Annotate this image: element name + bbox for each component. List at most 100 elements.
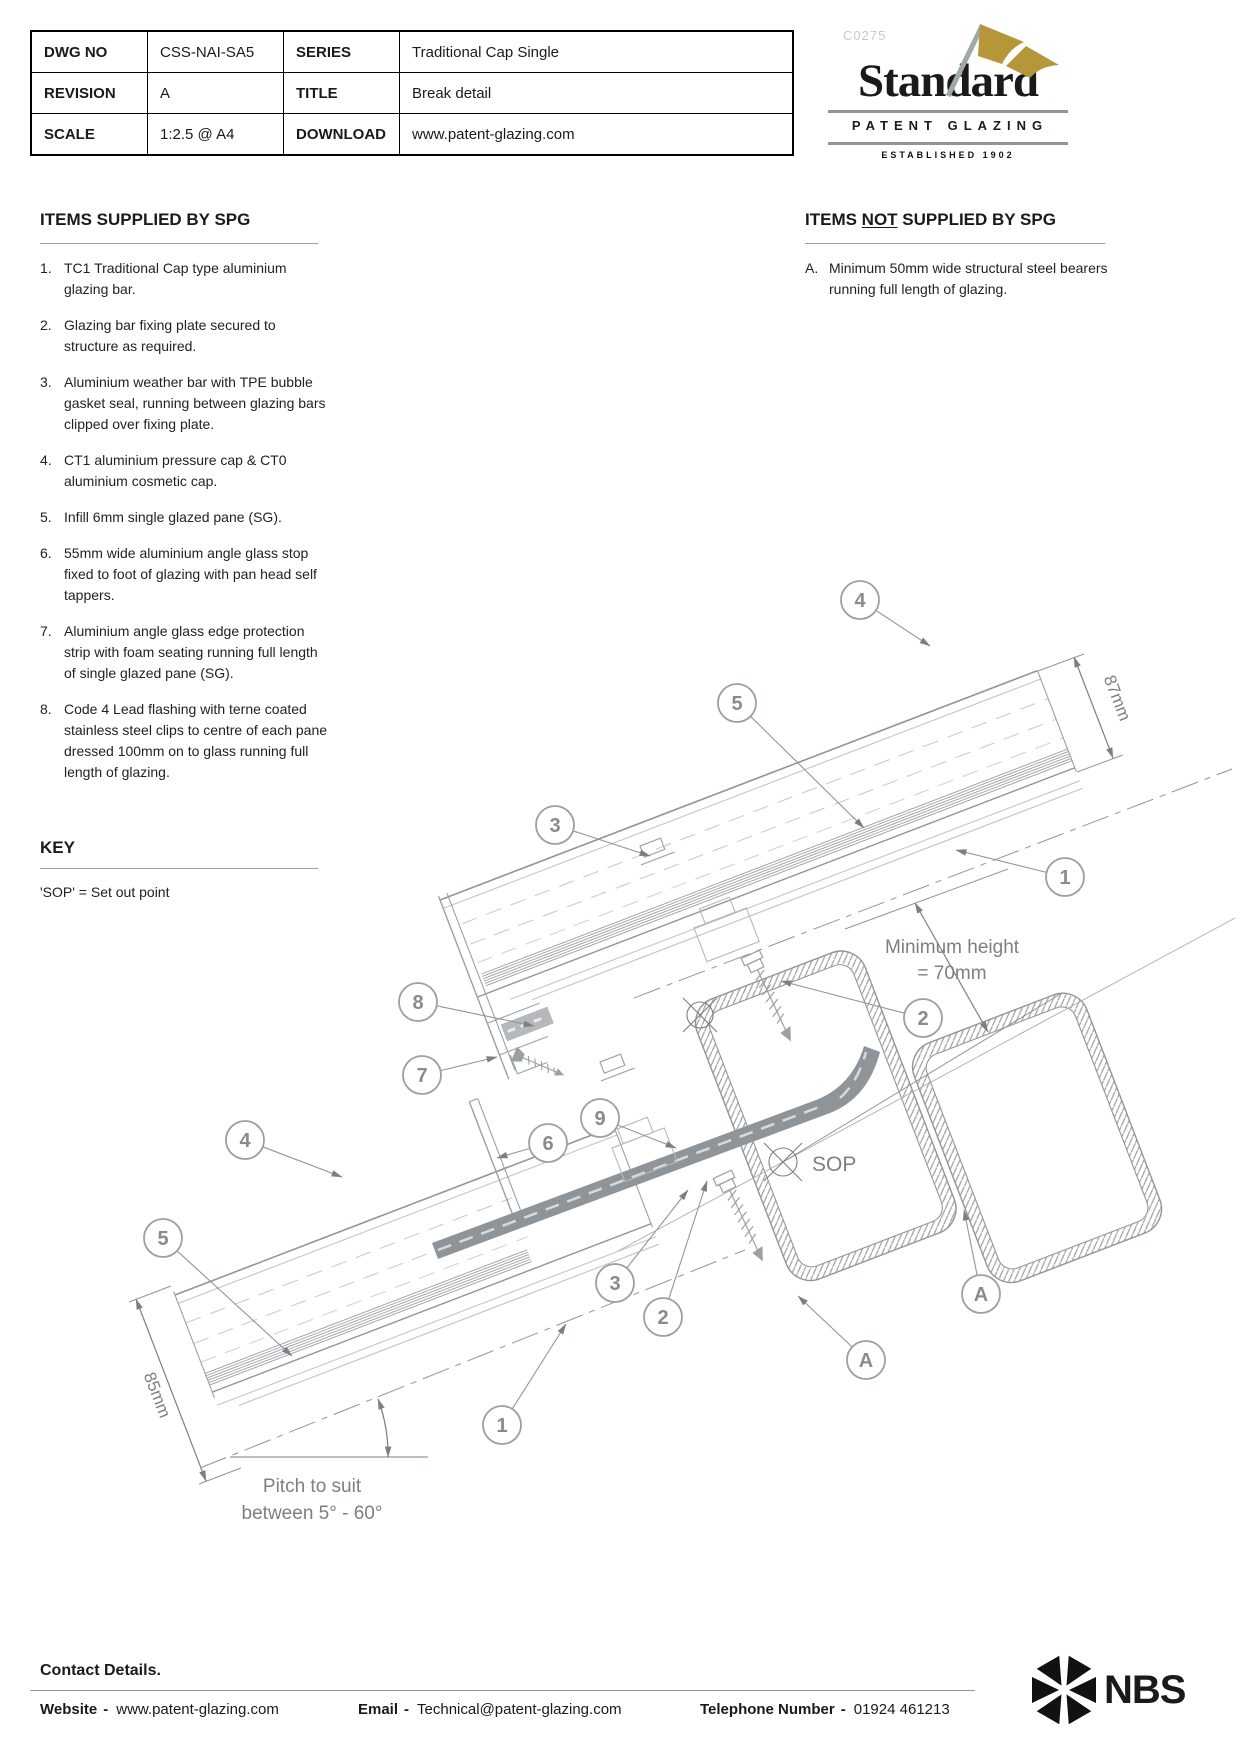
series-label: SERIES xyxy=(283,30,400,73)
brand-subtitle: PATENT GLAZING xyxy=(851,118,1049,133)
svg-text:8: 8 xyxy=(412,992,423,1014)
glass-pane-lines xyxy=(481,748,1073,987)
callout-balloon-7: 7 xyxy=(402,1055,442,1095)
callout-balloon-3: 3 xyxy=(535,805,575,845)
drawing-label: Minimum height xyxy=(885,937,1020,958)
brand-established: ESTABLISHED 1902 xyxy=(881,150,1015,160)
callout-balloon-5: 5 xyxy=(143,1218,183,1258)
leader-line xyxy=(436,1005,535,1028)
contact-label: Telephone Number xyxy=(700,1701,835,1718)
heading-part: SUPPLIED BY SPG xyxy=(897,210,1056,229)
title-value: Break detail xyxy=(399,72,794,114)
title-label: TITLE xyxy=(283,72,400,114)
separator: - xyxy=(840,1701,846,1718)
leader-line xyxy=(955,849,1047,873)
glass-pane-lines xyxy=(204,1249,532,1386)
weather-bar-clip xyxy=(599,1053,635,1082)
svg-text:5: 5 xyxy=(731,693,742,715)
list-item: 1.TC1 Traditional Cap type aluminium gla… xyxy=(40,260,287,297)
not-supplied-heading: ITEMS NOT SUPPLIED BY SPG xyxy=(805,210,1056,230)
supplied-list: 1.TC1 Traditional Cap type aluminium gla… xyxy=(40,258,332,798)
series-value: Traditional Cap Single xyxy=(399,30,794,73)
callout-balloon-2: 2 xyxy=(643,1297,683,1337)
key-heading: KEY xyxy=(40,838,75,857)
divider xyxy=(40,243,318,244)
divider xyxy=(805,243,1105,244)
nbs-logo: NBS xyxy=(1028,1654,1186,1726)
download-url[interactable]: www.patent-glazing.com xyxy=(399,113,794,156)
divider xyxy=(40,868,318,869)
logo-rule xyxy=(828,142,1068,145)
dimension-87mm xyxy=(1037,653,1124,773)
callout-balloon-8: 8 xyxy=(398,982,438,1022)
svg-text:A: A xyxy=(974,1284,988,1306)
svg-text:4: 4 xyxy=(239,1130,251,1152)
contact-email: Email-Technical@patent-glazing.com xyxy=(358,1701,622,1718)
svg-text:3: 3 xyxy=(609,1273,620,1295)
telephone-value[interactable]: 01924 461213 xyxy=(853,1701,950,1718)
contact-heading: Contact Details. xyxy=(40,1662,161,1679)
nbs-flower-icon xyxy=(1032,1655,1096,1725)
list-item: 4.CT1 aluminium pressure cap & CT0 alumi… xyxy=(40,452,287,489)
heading-part: ITEMS xyxy=(805,210,862,229)
email-link[interactable]: Technical@patent-glazing.com xyxy=(417,1701,622,1718)
list-item: 8.Code 4 Lead flashing with terne coated… xyxy=(40,701,328,780)
dwg-no-label: DWG NO xyxy=(30,30,148,73)
svg-text:4: 4 xyxy=(854,590,866,612)
leader-line xyxy=(780,980,905,1014)
watermark: C0275 xyxy=(843,28,887,43)
list-item: A.Minimum 50mm wide structural steel bea… xyxy=(805,260,1108,297)
drawing-label: = 70mm xyxy=(917,963,986,984)
revision-value: A xyxy=(147,72,284,114)
contact-label: Email xyxy=(358,1701,399,1718)
callout-balloon-4: 4 xyxy=(840,580,880,620)
svg-text:6: 6 xyxy=(542,1133,553,1155)
website-link[interactable]: www.patent-glazing.com xyxy=(116,1701,279,1718)
svg-text:9: 9 xyxy=(594,1108,605,1130)
separator: - xyxy=(404,1701,410,1718)
leader-line xyxy=(875,609,931,647)
list-item: 2.Glazing bar fixing plate secured to st… xyxy=(40,317,276,354)
drawing-label: 87mm xyxy=(1100,673,1135,724)
svg-text:5: 5 xyxy=(157,1228,168,1250)
list-item: 5.Infill 6mm single glazed pane (SG). xyxy=(40,509,282,525)
pitch-angle xyxy=(230,1398,428,1458)
leader-line xyxy=(176,1250,293,1357)
sop-marker xyxy=(682,997,803,1182)
leader-line xyxy=(750,715,865,829)
svg-text:7: 7 xyxy=(416,1065,427,1087)
svg-text:2: 2 xyxy=(657,1307,668,1329)
footer-divider xyxy=(30,1690,975,1691)
separator: - xyxy=(103,1701,109,1718)
weather-bar-clip xyxy=(639,837,675,866)
dimension-85mm xyxy=(128,1285,242,1485)
nbs-text: NBS xyxy=(1104,1667,1186,1712)
leader-line xyxy=(440,1056,498,1072)
scale-value: 1:2.5 @ A4 xyxy=(147,113,284,156)
scale-label: SCALE xyxy=(30,113,148,156)
callout-balloon-5: 5 xyxy=(717,683,757,723)
callout-balloon-A: A xyxy=(961,1274,1001,1314)
drawing-label: Pitch to suit xyxy=(263,1476,362,1497)
glazing-bar-centerline-upper xyxy=(633,768,1233,999)
drawing-label: between 5° - 60° xyxy=(242,1503,383,1524)
leader-line xyxy=(496,1147,530,1159)
lead-flashing xyxy=(432,1046,880,1259)
revision-label: REVISION xyxy=(30,72,148,114)
flag-icon xyxy=(945,24,1059,98)
lower-glazing-assembly xyxy=(173,1097,660,1406)
list-item: 6.55mm wide aluminium angle glass stop f… xyxy=(40,545,317,603)
svg-text:2: 2 xyxy=(917,1008,928,1030)
callout-balloon-3: 3 xyxy=(595,1263,635,1303)
key-text: 'SOP' = Set out point xyxy=(40,884,170,900)
dimension-min-height xyxy=(782,868,1063,1163)
svg-text:1: 1 xyxy=(1059,867,1070,889)
callout-balloon-4: 4 xyxy=(225,1120,265,1160)
leader-line xyxy=(668,1180,708,1300)
leader-line xyxy=(511,1323,567,1410)
upper-glazing-assembly xyxy=(437,669,1083,1080)
leader-line xyxy=(797,1295,853,1348)
glass-stop xyxy=(468,1097,527,1228)
logo-rule xyxy=(828,110,1068,113)
